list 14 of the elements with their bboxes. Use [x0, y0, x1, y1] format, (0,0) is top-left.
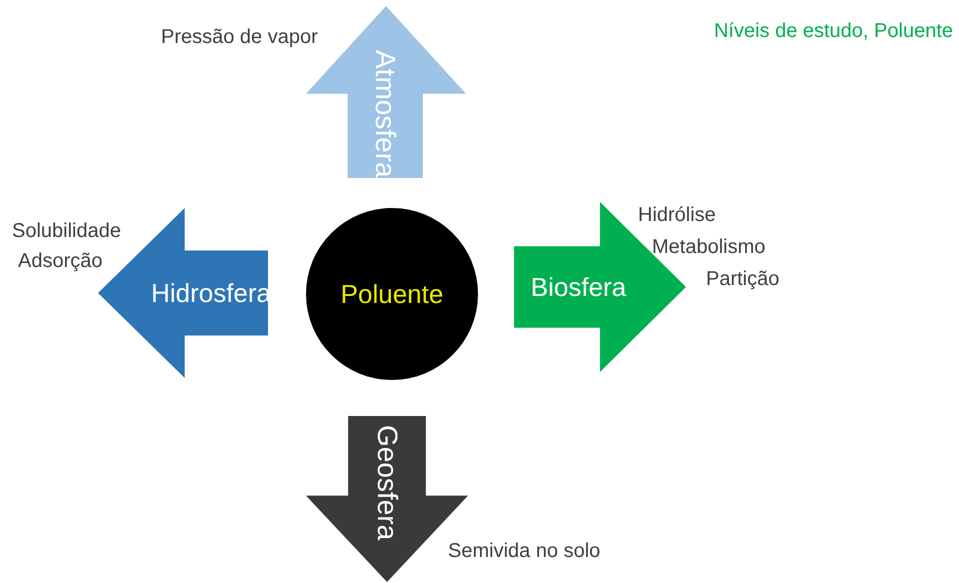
property-label: Partição [706, 267, 780, 292]
node-label: Geosfera [371, 424, 404, 540]
node-label: Atmosfera [369, 50, 402, 178]
property-label: Metabolismo [652, 235, 766, 260]
property-label: Hidrólise [638, 203, 716, 228]
node-label: Hidrosfera [151, 276, 272, 310]
property-label: Pressão de vapor [161, 25, 318, 50]
node-label: Poluente [340, 278, 444, 310]
property-label: Semivida no solo [448, 539, 600, 564]
circle-node [306, 208, 478, 380]
title: Níveis de estudo, Poluente [714, 19, 953, 44]
property-label: Adsorção [18, 249, 102, 274]
property-label: Solubilidade [12, 219, 121, 244]
node-label: Biosfera [530, 270, 626, 304]
